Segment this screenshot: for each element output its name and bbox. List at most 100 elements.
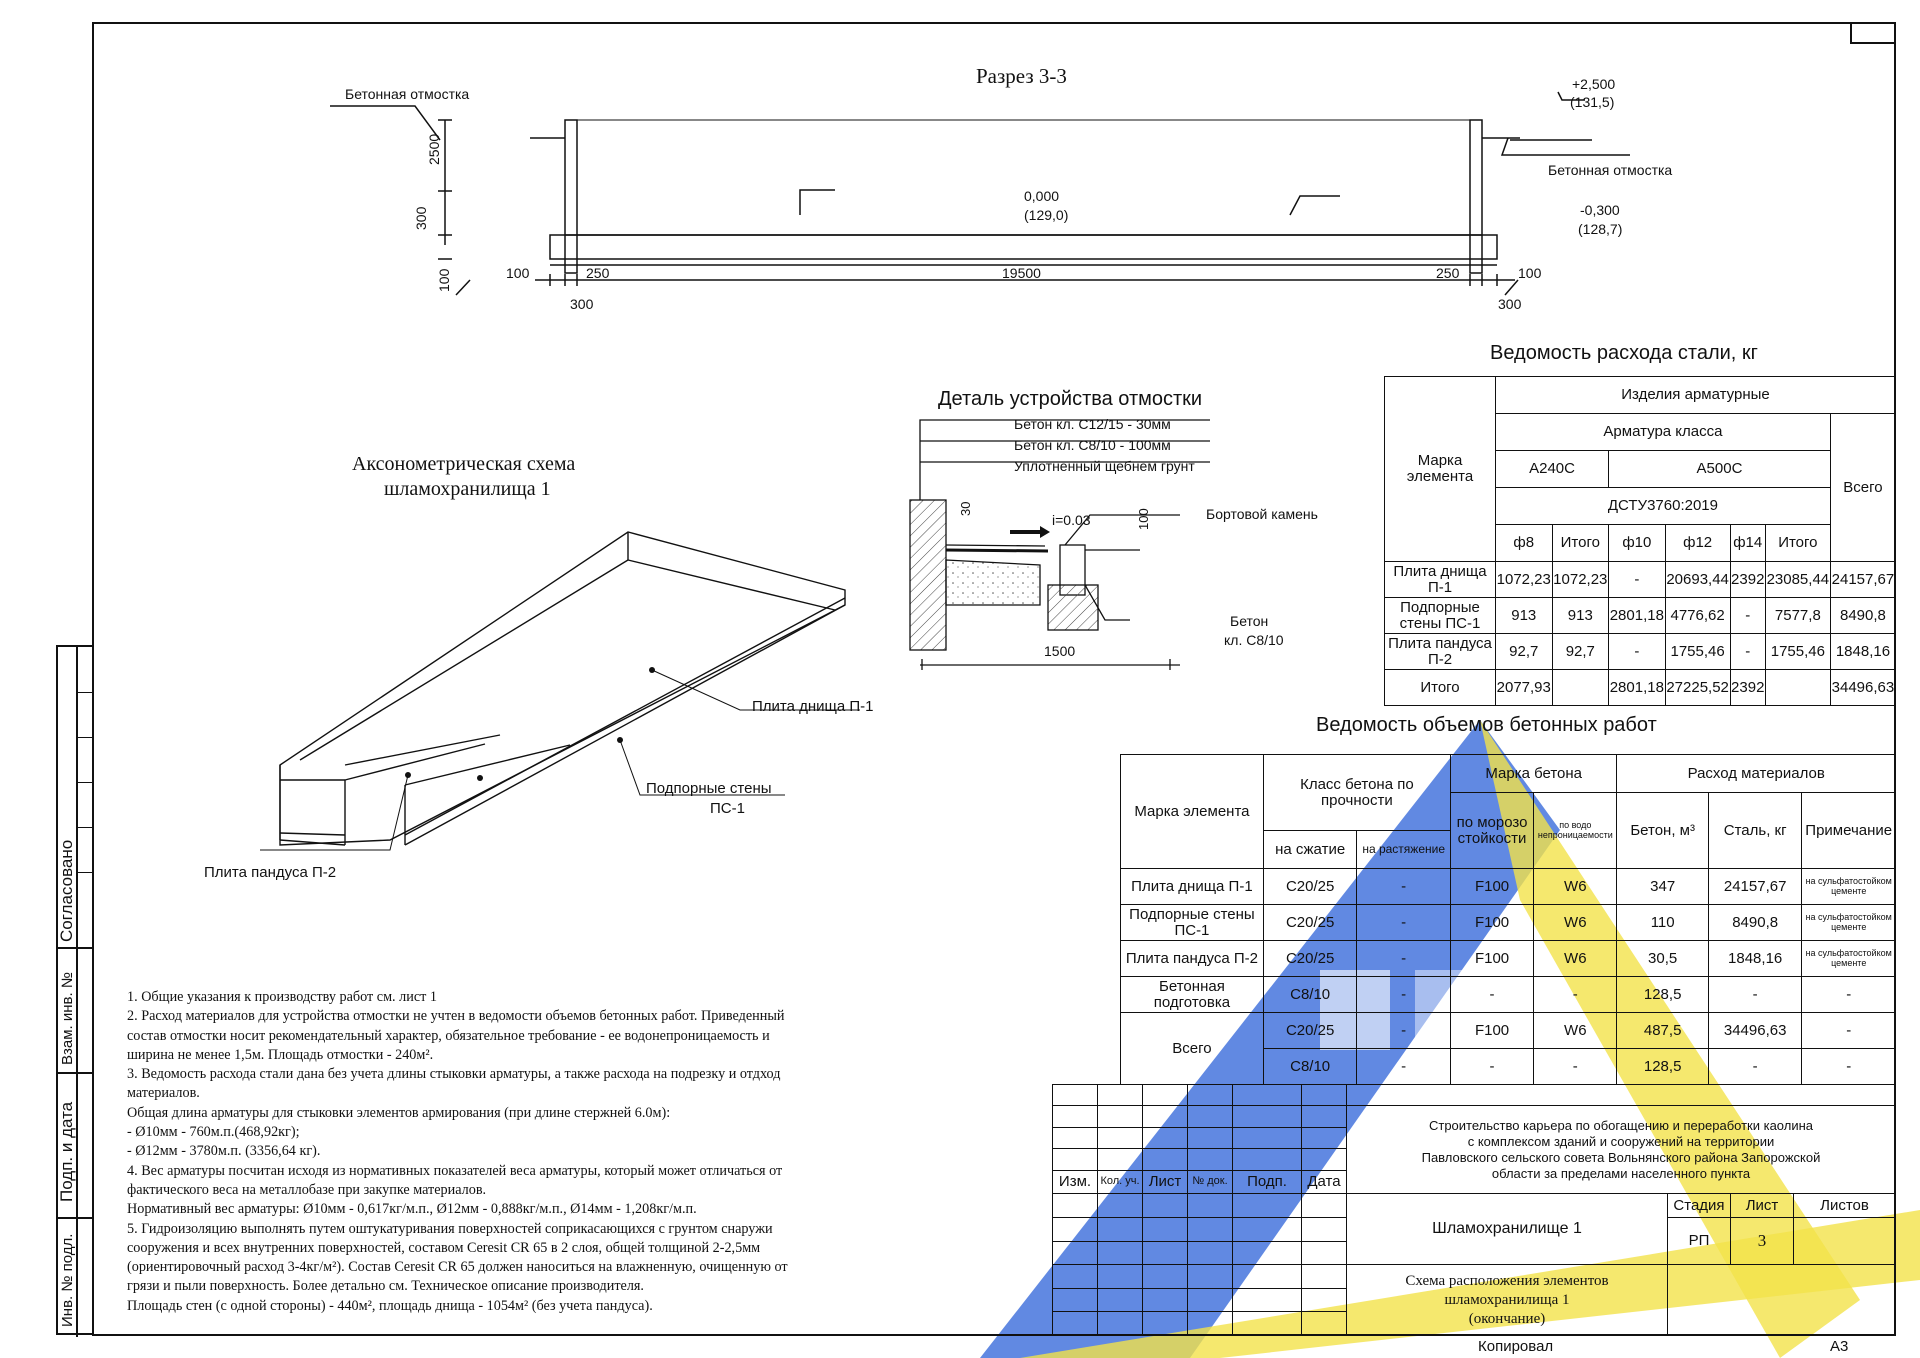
tb-h-izm: Изм. xyxy=(1052,1169,1098,1195)
steel-cell: 24157,67 xyxy=(1829,561,1897,598)
steel-col: ф12 xyxy=(1664,524,1731,562)
concrete-row-name: Плита днища П-1 xyxy=(1120,868,1264,905)
concrete-cell: 24157,67 xyxy=(1707,868,1803,905)
table-row: Итого 2077,93 2801,18 27225,52 2392 3449… xyxy=(1384,669,1897,706)
steel-h-mark: Марка элемента xyxy=(1384,376,1496,562)
concrete-cell: - xyxy=(1707,1048,1803,1085)
axon-title-1: Аксонометрическая схема xyxy=(352,453,576,475)
concrete-cell: - xyxy=(1356,1012,1451,1049)
note-line: Площадь стен (с одной стороны) - 440м², … xyxy=(127,1297,653,1314)
level-bottom-abs: (128,7) xyxy=(1578,221,1623,237)
dim-300-right: 300 xyxy=(1498,296,1522,312)
tb-stage: РП xyxy=(1667,1216,1731,1266)
note-line: - Ø12мм - 3780м.п. (3356,64 кг). xyxy=(127,1143,321,1160)
concrete-cell: 110 xyxy=(1616,904,1709,941)
tb-h-kol: Кол. уч. xyxy=(1097,1169,1143,1195)
detail-concrete-1: Бетон xyxy=(1230,613,1269,629)
tb-h-sheets: Листов xyxy=(1793,1193,1896,1218)
concrete-row-name: Бетонная подготовка xyxy=(1120,976,1264,1013)
concrete-cell: W6 xyxy=(1533,1012,1618,1049)
concrete-cell: - xyxy=(1533,976,1618,1013)
steel-cell: 23085,44 xyxy=(1764,561,1831,598)
steel-h-a500: А500С xyxy=(1608,450,1831,488)
detail-layer-3: Уплотненный щебнем грунт xyxy=(1014,458,1195,474)
concrete-cell: - xyxy=(1801,976,1896,1013)
steel-cell: 92,7 xyxy=(1551,633,1610,670)
level-zero: 0,000 xyxy=(1024,188,1060,204)
note-line: 4. Вес арматуры посчитан исходя из норма… xyxy=(127,1162,783,1179)
note-line: - Ø10мм - 760м.п.(468,92кг); xyxy=(127,1124,300,1141)
concrete-cell: С20/25 xyxy=(1262,904,1358,941)
concrete-cell: - xyxy=(1356,904,1451,941)
concrete-cell: 487,5 xyxy=(1616,1012,1709,1049)
table-row: Плита днища П-1 С20/25 - F100 W6 347 241… xyxy=(1120,868,1896,905)
concrete-cell: 8490,8 xyxy=(1707,904,1803,941)
steel-col: ф10 xyxy=(1608,524,1666,562)
steel-h-total: Всего xyxy=(1829,413,1897,562)
note-line: материалов. xyxy=(127,1085,200,1102)
side-sign-date: Подп. и дата xyxy=(57,1101,76,1202)
drawing-line-2: шламохранилища 1 xyxy=(1444,1291,1570,1308)
steel-h-class: Арматура класса xyxy=(1495,413,1831,451)
dim-100-right: 100 xyxy=(1518,265,1542,281)
concrete-cell: С20/25 xyxy=(1262,868,1358,905)
note-line: 2. Расход материалов для устройства отмо… xyxy=(127,1008,785,1025)
steel-cell: 2801,18 xyxy=(1608,597,1666,634)
concrete-cell: - xyxy=(1356,940,1451,977)
concrete-cell: - xyxy=(1356,1048,1451,1085)
concrete-cell: - xyxy=(1449,1048,1535,1085)
side-inv-orig: Инв. № подл. xyxy=(59,1233,76,1327)
concrete-cell: 34496,63 xyxy=(1707,1012,1803,1049)
tb-h-stage: Стадия xyxy=(1667,1193,1731,1218)
note-line: 1. Общие указания к производству работ с… xyxy=(127,989,437,1005)
frame-corner-mark xyxy=(1850,22,1896,44)
concrete-cell: W6 xyxy=(1533,904,1618,941)
steel-cell: 1072,23 xyxy=(1495,561,1553,598)
steel-cell: - xyxy=(1608,561,1666,598)
tb-h-sheet: Лист xyxy=(1730,1193,1794,1218)
tb-h-sign: Подп. xyxy=(1232,1169,1302,1195)
note-line: сооружения и всех внутренних поверхносте… xyxy=(127,1239,761,1256)
axon-title-2: шламохранилища 1 xyxy=(384,478,551,500)
level-top: +2,500 xyxy=(1572,76,1616,92)
concrete-cell: 347 xyxy=(1616,868,1709,905)
concrete-cell: F100 xyxy=(1449,868,1535,905)
steel-col: Итого xyxy=(1551,524,1610,562)
concrete-h-brand: Марка бетона xyxy=(1449,754,1618,793)
steel-cell: - xyxy=(1729,597,1766,634)
concrete-cell: - xyxy=(1801,1012,1896,1049)
concrete-h-tension: на растяжение xyxy=(1356,830,1451,869)
concrete-row-name: Плита пандуса П-2 xyxy=(1120,940,1264,977)
tb-sheet: 3 xyxy=(1730,1216,1794,1266)
axon-drawing xyxy=(260,531,860,851)
concrete-cell: - xyxy=(1533,1048,1618,1085)
concrete-row-name: Подпорные стены ПС-1 xyxy=(1120,904,1264,941)
note-line: состав отмостки носит рекомендательный х… xyxy=(127,1027,770,1044)
detail-dim-1500: 1500 xyxy=(1044,643,1076,659)
steel-cell: 8490,8 xyxy=(1829,597,1897,634)
concrete-cell: F100 xyxy=(1449,904,1535,941)
project-line-1: Строительство карьера по обогащению и пе… xyxy=(1428,1117,1814,1133)
concrete-table: Марка элемента Класс бетона по прочности… xyxy=(1120,754,1896,1085)
steel-h-a240: А240С xyxy=(1494,450,1610,488)
concrete-h-consumption: Расход материалов xyxy=(1616,754,1896,793)
detail-curb-stone: Бортовой камень xyxy=(1206,506,1318,522)
concrete-h-steel: Сталь, кг xyxy=(1707,792,1803,869)
concrete-cell: 128,5 xyxy=(1616,976,1709,1013)
concrete-cell: на сульфатостойком цементе xyxy=(1801,940,1896,977)
steel-cell: 2392 xyxy=(1729,561,1766,598)
table-row: С8/10 - - - 128,5 - - xyxy=(1121,1048,1896,1085)
project-line-2: с комплексом зданий и сооружений на терр… xyxy=(1467,1133,1775,1149)
side-stamp: Согласовано Взам. инв. № Подп. и дата Ин… xyxy=(56,645,94,1337)
steel-cell: - xyxy=(1729,633,1766,670)
note-line: фактического веса на металлобазе при зак… xyxy=(127,1181,487,1198)
table-row: Всего С20/25 - F100 W6 487,5 34496,63 - xyxy=(1120,1012,1896,1085)
concrete-title: Ведомость объемов бетонных работ xyxy=(1316,714,1657,736)
dim-2500: 2500 xyxy=(426,133,442,165)
level-bottom: -0,300 xyxy=(1580,202,1620,218)
concrete-cell: W6 xyxy=(1533,940,1618,977)
concrete-cell: F100 xyxy=(1449,1012,1535,1049)
table-row: Подпорные стены ПС-1 913 913 2801,18 477… xyxy=(1384,597,1897,634)
tb-sheets xyxy=(1793,1216,1896,1266)
dim-250-left: 250 xyxy=(586,265,610,281)
